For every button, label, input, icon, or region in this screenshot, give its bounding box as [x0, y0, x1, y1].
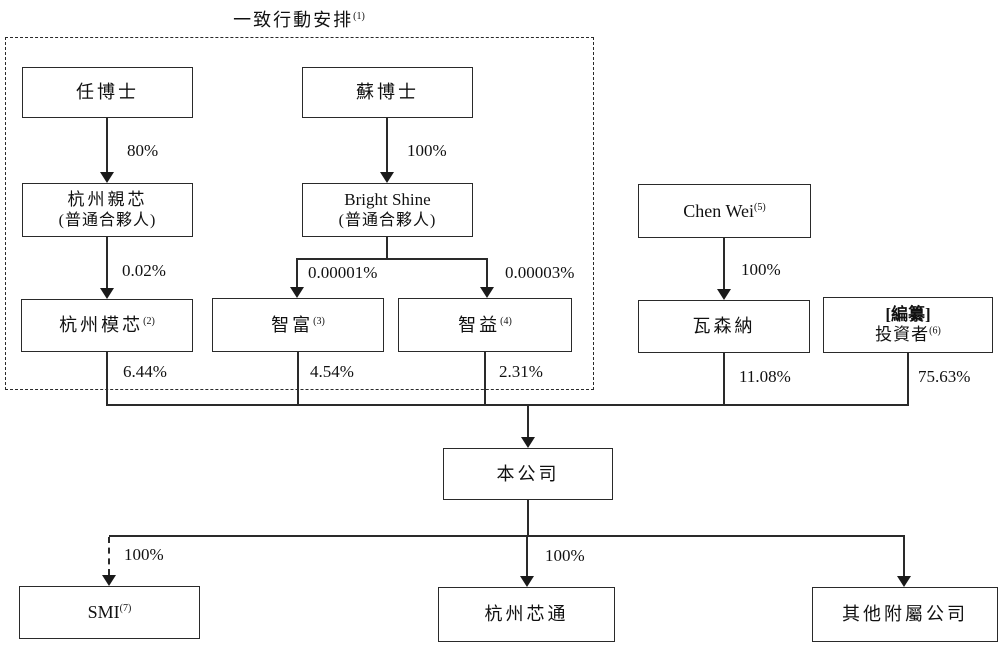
node-label: 杭州芯通 — [484, 604, 569, 625]
connector-rail-company — [527, 406, 529, 438]
connector-chenwei-wasenna — [723, 238, 725, 290]
edge-label-zhifu-company: 4.54% — [310, 362, 354, 381]
edge-label-wasenna-company: 11.08% — [739, 367, 791, 386]
node-hangzhou-qinxin: 杭州親芯 (普通合夥人) — [22, 183, 193, 237]
node-label: SMI(7) — [87, 602, 132, 623]
node-dr-su: 蘇博士 — [302, 67, 473, 118]
connector-zhiyi-rail — [484, 352, 486, 406]
connector-company-stem — [527, 500, 529, 537]
connector-ren-qinxin — [106, 118, 108, 173]
node-label: 蘇博士 — [356, 82, 419, 103]
node-label: Bright Shine — [344, 190, 431, 210]
node-label: 智富(3) — [271, 314, 325, 335]
footnote-ref-3: (3) — [313, 315, 325, 327]
arrowhead-chenwei-wasenna — [717, 289, 731, 300]
concert-party-group-title: 一致行動安排(1) — [5, 6, 593, 32]
connector-company-other — [903, 537, 905, 576]
node-chen-wei: Chen Wei(5) — [638, 184, 811, 238]
footnote-ref-2: (2) — [143, 316, 155, 328]
node-investors: [編纂] 投資者(6) — [823, 297, 993, 353]
arrowhead-ren-qinxin — [100, 172, 114, 183]
connector-su-brightshine — [386, 118, 388, 173]
connector-brightshine-split — [297, 258, 488, 260]
edge-label-qinxin-moxin: 0.02% — [122, 261, 166, 280]
node-company: 本公司 — [443, 448, 613, 500]
node-hangzhou-xintong: 杭州芯通 — [438, 587, 615, 642]
edge-label-su-brightshine: 100% — [407, 141, 447, 160]
connector-zhifu-rail — [297, 352, 299, 406]
arrowhead-brightshine-zhifu — [290, 287, 304, 298]
node-other-subsidiaries: 其他附屬公司 — [812, 587, 998, 642]
node-zhiyi: 智益(4) — [398, 298, 572, 352]
connector-subsidiary-rail — [109, 535, 905, 537]
edge-label-investors-company: 75.63% — [918, 367, 971, 386]
connector-investors-rail — [907, 353, 909, 406]
node-sublabel: (普通合夥人) — [338, 211, 437, 229]
connector-wasenna-rail — [723, 353, 725, 406]
footnote-ref-6: (6) — [929, 325, 941, 337]
node-label: 杭州模芯(2) — [59, 315, 155, 336]
connector-shareholder-rail — [106, 404, 909, 406]
connector-qinxin-moxin — [106, 237, 108, 290]
edge-label-chenwei-wasenna: 100% — [741, 260, 781, 279]
arrowhead-company-other — [897, 576, 911, 587]
footnote-ref-5: (5) — [754, 201, 766, 213]
edge-label-ren-qinxin: 80% — [127, 141, 159, 160]
footnote-ref-4: (4) — [500, 315, 512, 327]
node-label: 智益(4) — [458, 314, 512, 335]
redaction-marker: [編纂] — [885, 304, 931, 324]
node-label: Chen Wei(5) — [683, 200, 766, 221]
group-title-text: 一致行動安排 — [233, 10, 354, 30]
edge-label-moxin-company: 6.44% — [123, 362, 167, 381]
connector-company-xintong — [526, 537, 528, 576]
arrowhead-company-xintong — [520, 576, 534, 587]
edge-label-company-xintong: 100% — [545, 546, 585, 565]
node-label: 其他附屬公司 — [842, 604, 968, 625]
connector-brightshine-stem — [386, 237, 388, 260]
connector-moxin-rail — [106, 352, 108, 406]
node-zhifu: 智富(3) — [212, 298, 384, 352]
edge-label-brightshine-zhifu: 0.00001% — [308, 263, 378, 282]
connector-brightshine-zhiyi — [486, 258, 488, 288]
node-wasenna: 瓦森納 — [638, 300, 810, 353]
concert-party-group-border — [5, 37, 594, 390]
node-sublabel: (普通合夥人) — [58, 211, 157, 229]
node-smi: SMI(7) — [19, 586, 200, 639]
node-label: 本公司 — [496, 463, 560, 484]
arrowhead-brightshine-zhiyi — [480, 287, 494, 298]
footnote-ref-7: (7) — [119, 603, 132, 615]
edge-label-zhiyi-company: 2.31% — [499, 362, 543, 381]
arrowhead-company-smi — [102, 575, 116, 586]
node-dr-ren: 任博士 — [22, 67, 193, 118]
node-label: 杭州親芯 — [67, 190, 148, 210]
edge-label-brightshine-zhiyi: 0.00003% — [505, 263, 575, 282]
footnote-ref-1: (1) — [353, 11, 365, 22]
edge-label-company-smi: 100% — [124, 545, 164, 564]
node-label: 任博士 — [76, 82, 139, 103]
arrowhead-su-brightshine — [380, 172, 394, 183]
connector-company-smi-dashed — [108, 537, 110, 575]
arrowhead-rail-company — [521, 437, 535, 448]
node-label: 投資者(6) — [875, 325, 941, 344]
node-bright-shine: Bright Shine (普通合夥人) — [302, 183, 473, 237]
node-label: 瓦森納 — [692, 316, 756, 337]
connector-brightshine-zhifu — [296, 258, 298, 288]
node-hangzhou-moxin: 杭州模芯(2) — [21, 299, 193, 352]
arrowhead-qinxin-moxin — [100, 288, 114, 299]
